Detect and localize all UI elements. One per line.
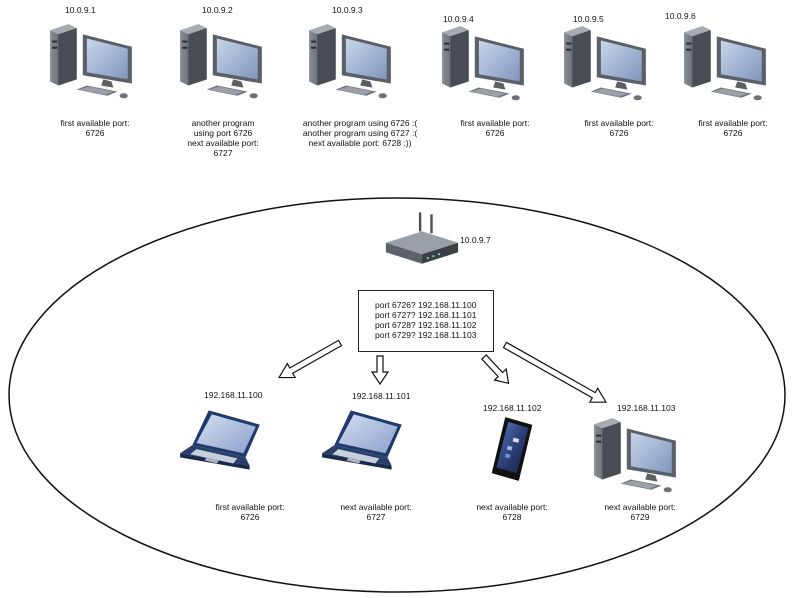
laptop-icon [318,404,410,478]
desktop-computer-icon [305,20,397,102]
arrow-to-192-168-11-101 [370,355,390,386]
smartphone-icon [484,415,542,483]
lan-device-2-ip: 192.168.11.101 [352,391,411,401]
desktop-computer-icon [680,22,772,104]
port-mapping-box: port 6726? 192.168.11.100 port 6727? 192… [358,290,494,352]
host-2-label: another program using port 6726 next ava… [187,118,259,158]
host-4-label: first available port: 6726 [460,118,530,138]
router-icon [384,210,460,268]
lan-device-3-label: next available port: 6728 [476,502,548,522]
port-mapping-line: port 6726? 192.168.11.100 [375,300,477,310]
port-mapping-line: port 6729? 192.168.11.103 [375,330,477,340]
desktop-computer-icon [590,414,682,496]
host-6-ip: 10.0.9.6 [665,11,696,21]
lan-device-2-label: next available port: 6727 [340,502,412,522]
host-1-ip: 10.0.9.1 [65,5,96,15]
lan-device-1-ip: 192.168.11.100 [204,390,263,400]
host-5-label: first available port: 6726 [584,118,654,138]
port-mapping-line: port 6727? 192.168.11.101 [375,310,477,320]
host-2-ip: 10.0.9.2 [202,5,233,15]
host-1-label: first available port: 6726 [60,118,130,138]
arrow-to-192-168-11-102 [480,354,510,385]
lan-device-1-label: first available port: 6726 [215,502,285,522]
router-ip: 10.0.9.7 [460,235,491,245]
host-3-ip: 10.0.9.3 [332,5,363,15]
host-5-ip: 10.0.9.5 [573,14,604,24]
lan-device-4-ip: 192.168.11.103 [617,403,676,413]
arrow-to-192-168-11-100 [278,339,343,379]
lan-boundary-ellipse [8,197,786,593]
host-3-label: another program using 6726 :( another pr… [302,118,418,148]
arrow-to-192-168-11-103 [502,341,608,403]
desktop-computer-icon [46,20,138,102]
host-6-label: first available port: 6726 [698,118,768,138]
mapping-arrows [278,339,608,403]
desktop-computer-icon [560,22,652,104]
laptop-icon [176,404,268,478]
desktop-computer-icon [438,22,530,104]
lan-device-4-label: next available port: 6729 [604,502,676,522]
host-4-ip: 10.0.9.4 [443,14,474,24]
desktop-computer-icon [176,20,268,102]
port-mapping-line: port 6728? 192.168.11.102 [375,320,477,330]
lan-device-3-ip: 192.168.11.102 [483,403,542,413]
